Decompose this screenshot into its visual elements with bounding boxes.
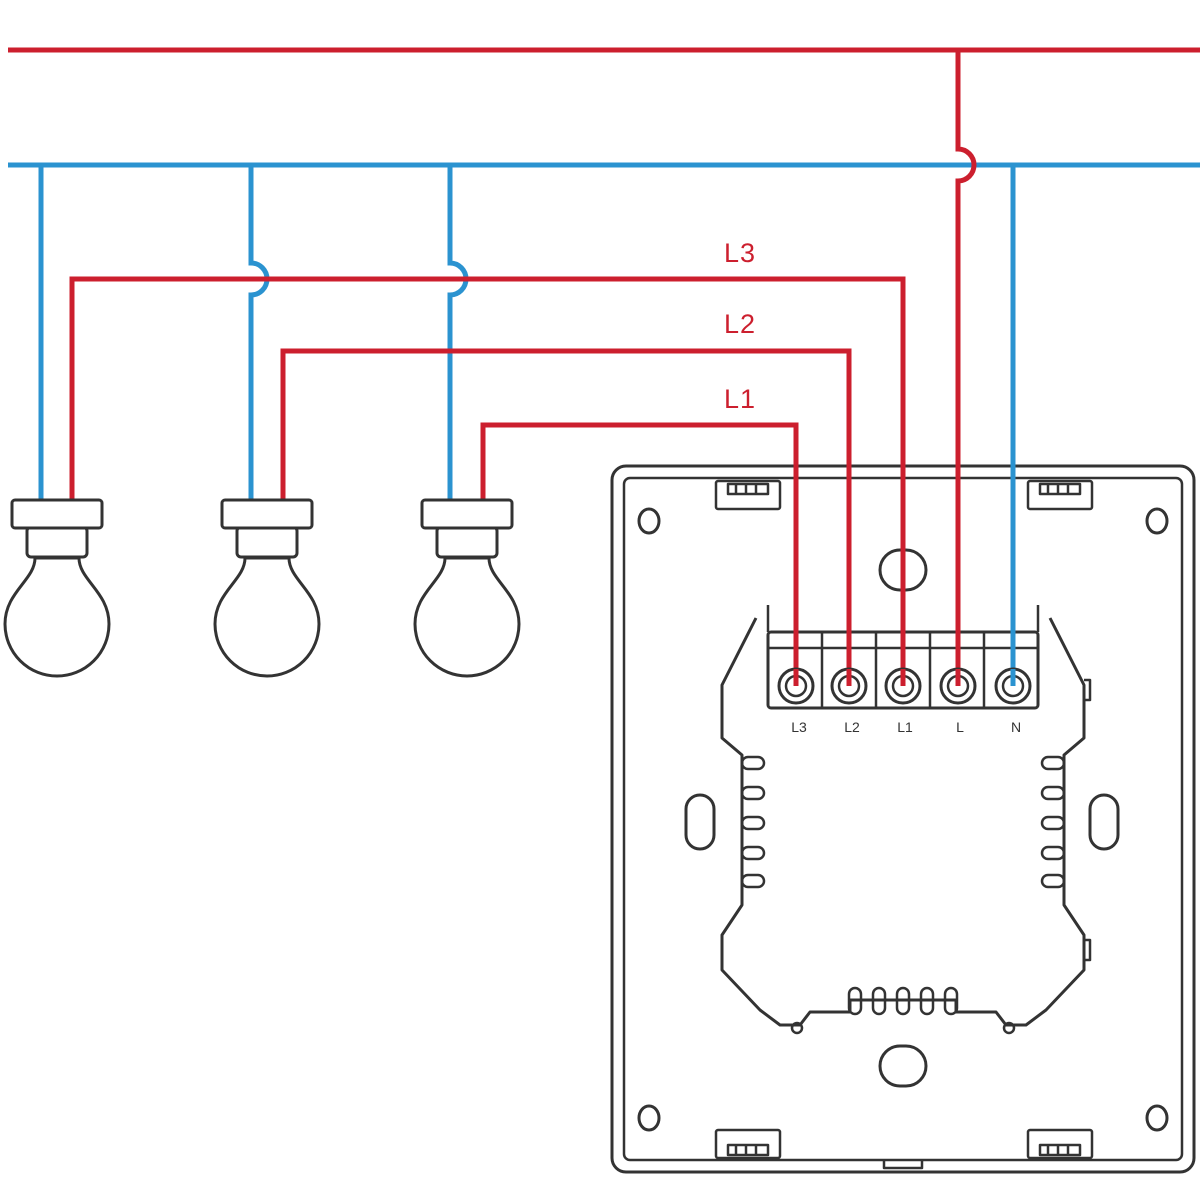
- lamp-glass: [413, 556, 521, 678]
- lamp-2-neutral-wire: [248, 165, 270, 500]
- lamp-3-neutral-wire: [447, 165, 469, 500]
- mounting-hole-icon: [637, 507, 661, 535]
- lamp-neck: [435, 525, 499, 559]
- light-bulb-icon: [3, 498, 111, 678]
- terminal-label-l: L: [956, 719, 964, 735]
- bottom-ribs: [847, 986, 959, 1016]
- lamp-glass: [213, 556, 321, 678]
- l3-lamp-wire: [69, 276, 906, 686]
- terminal-label-l3: L3: [791, 719, 807, 735]
- l2-wire-label: L2: [724, 309, 756, 339]
- wire-ends: [793, 669, 1016, 686]
- switch-mechanism-outline: [720, 617, 1086, 1027]
- lamp-socket: [10, 498, 104, 530]
- left-screw-slot: [684, 793, 716, 851]
- bottom-notch: [882, 1160, 924, 1170]
- l1-lamp-wire: [480, 422, 799, 686]
- light-bulb-icon: [213, 498, 321, 678]
- switch-live-feed-wire: [955, 50, 977, 686]
- bottom-right-clip: [1026, 1128, 1094, 1160]
- top-left-clip: [714, 479, 782, 511]
- right-screw-slot: [1088, 793, 1120, 851]
- lamp-glass: [3, 556, 111, 678]
- lamp-socket: [420, 498, 514, 530]
- mounting-hole-icon: [637, 1104, 661, 1132]
- lamp-neck: [235, 525, 299, 559]
- mounting-hole-icon: [1145, 507, 1169, 535]
- l3-wire-label: L3: [724, 238, 756, 268]
- right-ribs: [1040, 755, 1066, 889]
- lamps: [3, 498, 521, 678]
- light-bulb-icon: [413, 498, 521, 678]
- terminal-label-l1: L1: [897, 719, 913, 735]
- left-ribs: [740, 755, 766, 889]
- bottom-screw-slot: [878, 1044, 928, 1088]
- bottom-left-clip: [714, 1128, 782, 1160]
- lamp-neck: [25, 525, 89, 559]
- terminal-label-n: N: [1011, 719, 1021, 735]
- mounting-hole-icon: [1145, 1104, 1169, 1132]
- wires: [8, 47, 1200, 686]
- terminal-label-l2: L2: [844, 719, 860, 735]
- mechanism-tabs: [766, 605, 1040, 632]
- bottom-right-pin: [1002, 1021, 1016, 1035]
- top-right-clip: [1026, 479, 1094, 511]
- lamp-socket: [220, 498, 314, 530]
- l1-wire-label: L1: [724, 384, 756, 414]
- l2-lamp-wire: [280, 348, 852, 686]
- side-notches: [1084, 678, 1092, 962]
- bottom-left-pin: [790, 1021, 804, 1035]
